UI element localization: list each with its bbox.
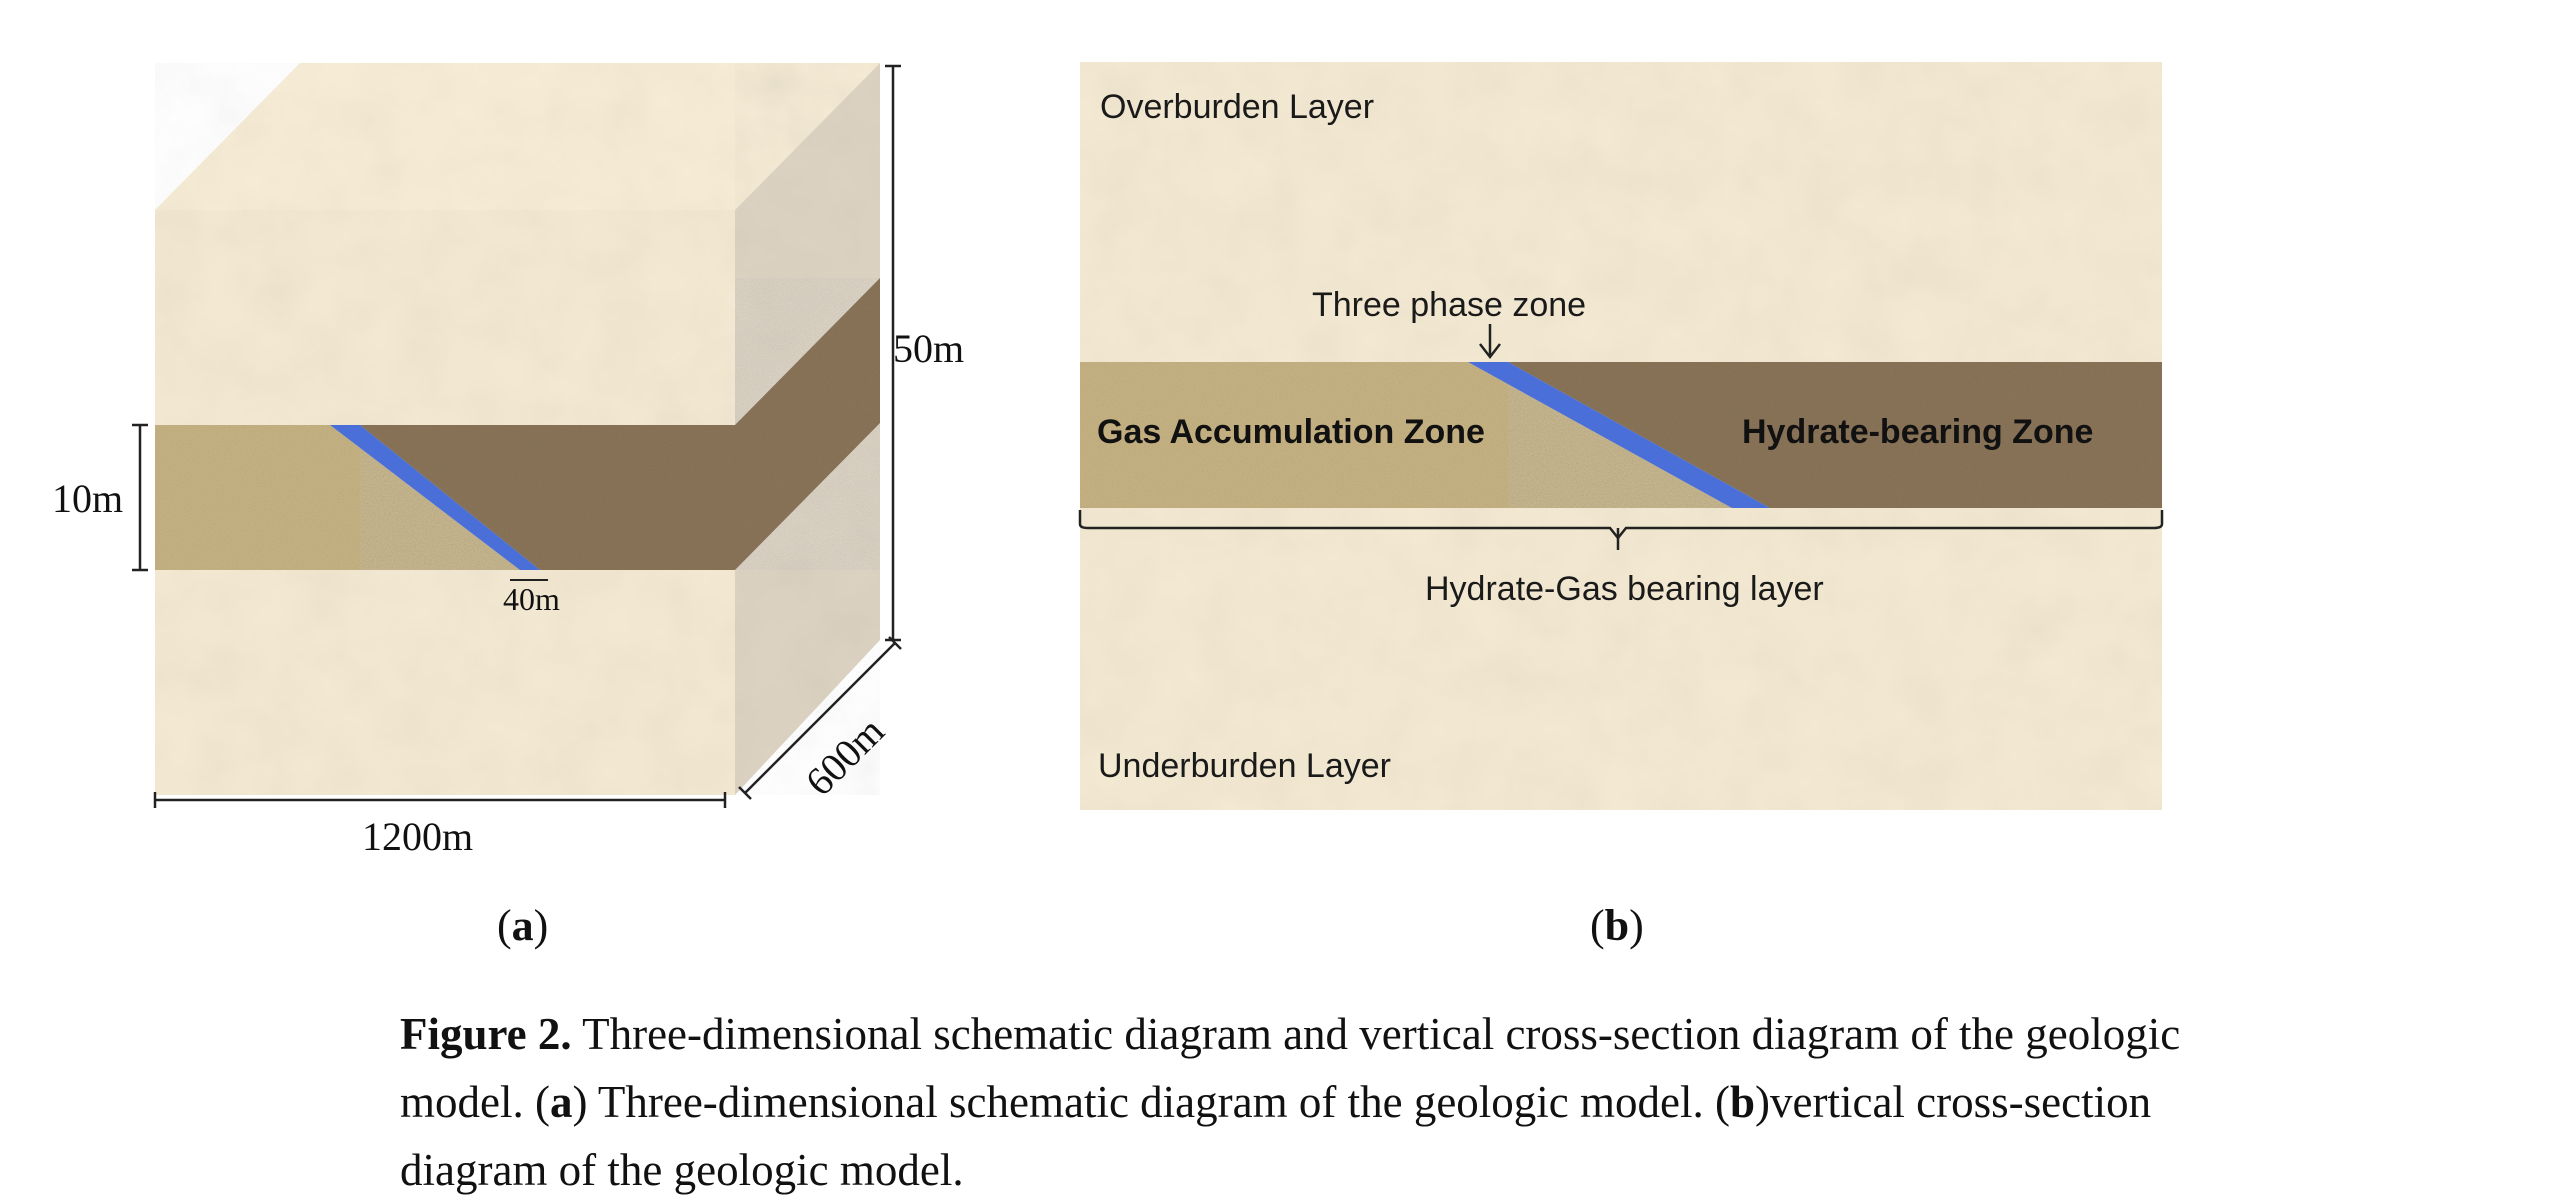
- bearing-layer-label: Hydrate-Gas bearing layer: [1425, 570, 1824, 608]
- dim-1200m-label: 1200m: [362, 814, 473, 859]
- gas-zone-label: Gas Accumulation Zone: [1097, 413, 1485, 451]
- panel-b-cross-section: Overburden Layer Three phase zone Gas Ac…: [1078, 62, 2164, 950]
- hydrate-zone-label: Hydrate-bearing Zone: [1742, 413, 2093, 451]
- overburden-label: Overburden Layer: [1100, 88, 1374, 126]
- front-gas-zone: [155, 425, 520, 570]
- caption-figure-label: Figure 2.: [400, 1009, 572, 1059]
- dim-600m-line: [744, 642, 896, 794]
- underburden-label: Underburden Layer: [1098, 747, 1391, 785]
- block-top-face: [155, 63, 880, 210]
- gas-accumulation-zone: [1080, 362, 1732, 508]
- caption-line-1: Figure 2. Three-dimensional schematic di…: [400, 1009, 2181, 1059]
- caption-line-3: diagram of the geologic model.: [400, 1145, 964, 1195]
- three-phase-label: Three phase zone: [1312, 286, 1586, 324]
- panel-a-3d-block: 50m 10m 40m 1200m 600m (a): [52, 63, 964, 950]
- panel-a-sublabel: (a): [497, 901, 548, 950]
- geologic-model-figure: 50m 10m 40m 1200m 600m (a) Overburden: [52, 62, 2164, 950]
- panel-b-sublabel: (b): [1590, 901, 1644, 950]
- dim-50m-label: 50m: [893, 326, 964, 371]
- dim-600m-label: 600m: [797, 708, 893, 804]
- figure-caption: Figure 2. Three-dimensional schematic di…: [400, 1000, 2510, 1204]
- caption-line-2: model. (a) Three-dimensional schematic d…: [400, 1077, 2152, 1127]
- dim-10m-label: 10m: [52, 476, 123, 521]
- front-three-phase-zone: [330, 425, 540, 570]
- three-phase-zone: [1468, 362, 1770, 508]
- front-hydrate-zone: [360, 425, 735, 570]
- hydrate-bearing-zone: [1508, 362, 2162, 508]
- dim-40m-label: 40m: [503, 581, 560, 617]
- side-hydrate-zone: [735, 278, 880, 570]
